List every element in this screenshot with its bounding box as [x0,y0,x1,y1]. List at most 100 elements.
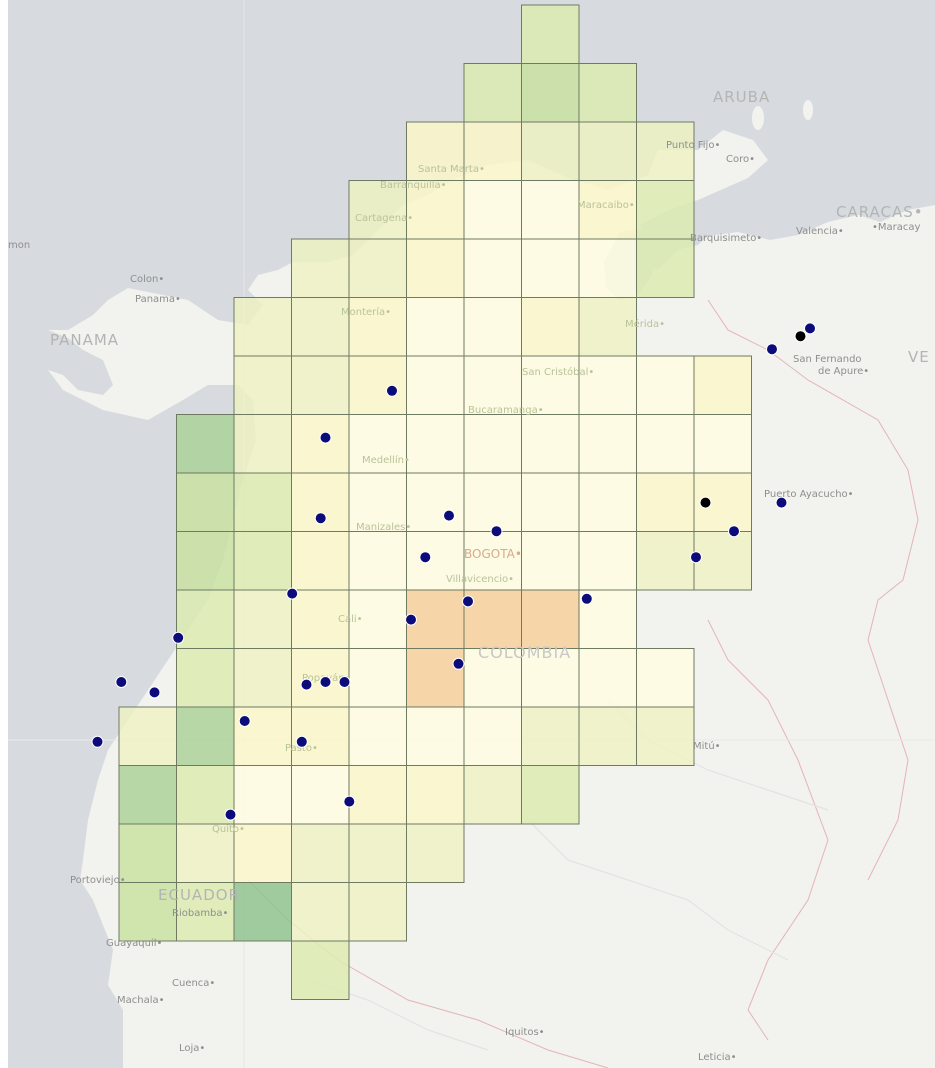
station-marker[interactable] [238,715,251,727]
grid-cell[interactable] [406,355,465,415]
grid-cell[interactable] [463,355,522,415]
grid-cell[interactable] [463,765,522,825]
grid-cell[interactable] [291,238,350,298]
grid-cell[interactable] [176,823,235,883]
grid-cell[interactable] [176,648,235,708]
station-marker[interactable] [286,587,299,600]
grid-cell[interactable] [176,531,235,591]
grid-cell[interactable] [636,180,695,240]
station-marker[interactable] [319,431,332,444]
grid-cell[interactable] [463,63,522,123]
grid-cell[interactable] [521,531,580,591]
map-canvas[interactable]: ARUBA CARACAS• PANAMA COLOMBIA ECUADOR V… [8,0,935,1068]
grid-cell[interactable] [348,765,407,825]
grid-cell[interactable] [693,414,752,474]
grid-cell[interactable] [406,297,465,357]
grid-cell[interactable] [521,414,580,474]
station-marker[interactable] [343,795,356,808]
grid-cell[interactable] [348,180,407,240]
grid-cell[interactable] [636,121,695,181]
grid-cell[interactable] [521,706,580,766]
grid-cell[interactable] [578,648,637,708]
grid-cell[interactable] [693,355,752,415]
station-marker[interactable] [224,808,237,821]
grid-cell[interactable] [291,882,350,942]
grid-cell[interactable] [233,355,292,415]
grid-cell[interactable] [348,706,407,766]
grid-cell[interactable] [521,121,580,181]
grid-cell[interactable] [291,355,350,415]
station-marker[interactable] [804,322,816,335]
grid-cell[interactable] [176,472,235,532]
grid-cell[interactable] [348,531,407,591]
grid-cell[interactable] [521,765,580,825]
grid-cell[interactable] [406,414,465,474]
grid-cell[interactable] [463,414,522,474]
station-marker[interactable] [462,595,474,608]
station-marker[interactable] [490,525,503,538]
station-marker[interactable] [452,657,465,670]
grid-cell[interactable] [233,882,292,942]
grid-cell[interactable] [578,472,637,532]
grid-cell[interactable] [521,297,580,357]
station-marker-black[interactable] [699,496,712,509]
grid-cell[interactable] [348,355,407,415]
grid-cell[interactable] [291,823,350,883]
station-marker[interactable] [419,551,432,564]
grid-cell[interactable] [578,121,637,181]
station-marker[interactable] [295,735,308,748]
station-marker[interactable] [405,613,417,626]
station-marker[interactable] [314,512,327,525]
grid-cell[interactable] [636,472,695,532]
grid-cell[interactable] [521,355,580,415]
station-marker[interactable] [91,735,104,748]
grid-cell[interactable] [636,414,695,474]
grid-cell[interactable] [578,63,637,123]
station-marker[interactable] [775,496,788,509]
grid-cell[interactable] [521,63,580,123]
grid-cell[interactable] [521,4,580,64]
station-marker[interactable] [172,631,185,644]
grid-cell[interactable] [578,180,637,240]
grid-cell[interactable] [578,238,637,298]
grid-cell[interactable] [578,355,637,415]
grid-cell[interactable] [636,531,695,591]
grid-cell[interactable] [291,589,350,649]
grid-cell[interactable] [176,882,235,942]
grid-cell[interactable] [233,297,292,357]
station-marker[interactable] [115,676,128,688]
grid-cell[interactable] [233,472,292,532]
grid-cell[interactable] [233,414,292,474]
grid-cell[interactable] [693,531,752,591]
grid-cell[interactable] [521,472,580,532]
station-marker[interactable] [728,525,740,538]
station-marker[interactable] [319,676,332,688]
station-marker[interactable] [148,686,161,699]
grid-cell[interactable] [463,180,522,240]
grid-cell[interactable] [463,238,522,298]
grid-cell[interactable] [406,238,465,298]
grid-cell[interactable] [348,589,407,649]
grid-cell[interactable] [406,765,465,825]
grid-cell[interactable] [233,589,292,649]
grid-cell[interactable] [176,765,235,825]
grid-cell[interactable] [578,706,637,766]
grid-cell[interactable] [406,823,465,883]
grid-cell[interactable] [406,180,465,240]
grid-cell[interactable] [118,765,177,825]
grid-cell[interactable] [176,414,235,474]
grid-cell[interactable] [348,882,407,942]
grid-cell[interactable] [578,297,637,357]
grid-cell[interactable] [118,823,177,883]
station-marker[interactable] [443,509,455,522]
grid-cell[interactable] [348,414,407,474]
grid-cell[interactable] [176,706,235,766]
grid-cell[interactable] [348,238,407,298]
grid-cell[interactable] [463,297,522,357]
grid-cell[interactable] [463,706,522,766]
grid-cell[interactable] [406,706,465,766]
grid-cell[interactable] [291,648,350,708]
station-marker[interactable] [690,551,702,564]
grid-cell[interactable] [291,765,350,825]
grid-cell[interactable] [636,706,695,766]
